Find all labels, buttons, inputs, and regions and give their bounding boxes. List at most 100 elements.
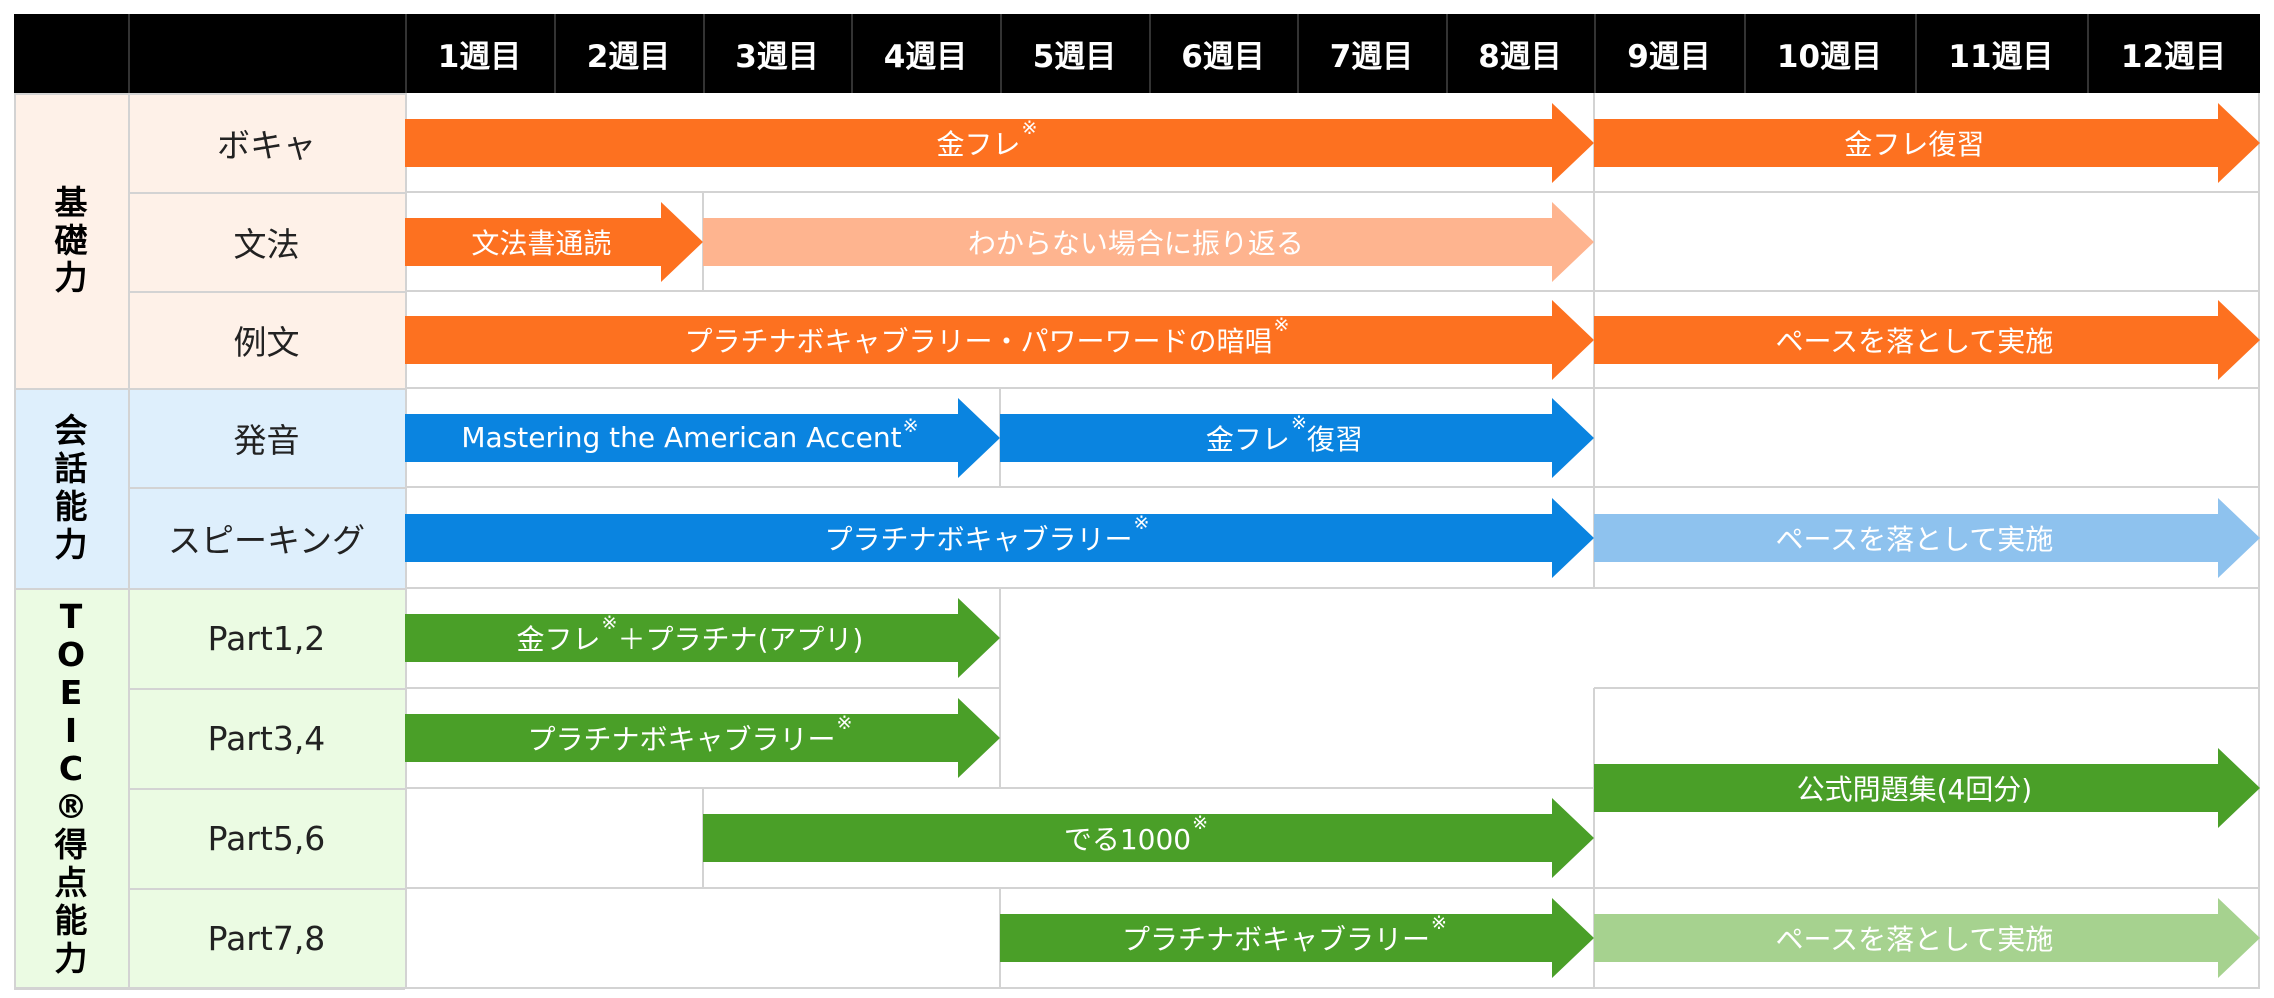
grid-line (1594, 887, 1744, 889)
grid-line (1744, 486, 1915, 488)
task-label: ペースを落として実施 (1776, 320, 2054, 360)
grid-line (2087, 191, 2260, 193)
grid-line (1000, 486, 1149, 488)
row-label-example: 例文 (233, 322, 300, 362)
task-text: プラチナボキャブラリー・パワーワードの暗唱 (684, 324, 1273, 358)
grid-line (703, 587, 851, 589)
grid-line (1446, 787, 1594, 789)
grid-line (14, 987, 405, 989)
grid-line (1594, 687, 1744, 689)
note-mark: ※ (836, 712, 853, 734)
grid-line (14, 93, 405, 95)
grid-line (851, 387, 1000, 389)
row-label-part78: Part7,8 (207, 918, 326, 958)
grid-line (1594, 387, 1744, 389)
grid-line (703, 191, 851, 193)
grid-line (554, 687, 703, 689)
week-header-5: 5週目 (1032, 39, 1117, 75)
task-arrow-grammar-lookback: わからない場合に振り返る (703, 201, 1594, 282)
grid-line (128, 888, 405, 890)
header-divider (2087, 14, 2089, 93)
grid-line (1297, 787, 1446, 789)
grid-line (405, 687, 554, 689)
task-label: 金フレ※復習 (1206, 412, 1363, 458)
category-char: ® (54, 787, 88, 826)
grid-line (703, 687, 851, 689)
row-label-bg-example (128, 291, 405, 388)
task-arrow-part78-pace: ペースを落として実施 (1594, 898, 2260, 978)
grid-line (554, 787, 703, 789)
grid-line (554, 887, 703, 889)
category-char: 力 (54, 938, 88, 978)
grid-line (1297, 387, 1446, 389)
note-mark: ※ (601, 612, 618, 634)
grid-line (405, 290, 554, 292)
grid-line (999, 688, 1001, 788)
header-divider (1915, 14, 1917, 93)
note-mark: ※ (1133, 511, 1150, 534)
grid-line (1446, 887, 1594, 889)
task-arrow-platinum-recite: プラチナボキャブラリー・パワーワードの暗唱※ (405, 299, 1594, 380)
category-char: E (59, 673, 83, 713)
grid-line (405, 387, 554, 389)
grid-line (14, 988, 405, 990)
task-arrow-kinfure-platinum-app: 金フレ※＋プラチナ(アプリ) (405, 598, 1000, 678)
task-label: ペースを落として実施 (1776, 518, 2054, 558)
category-char: C (58, 749, 84, 789)
grid-line (554, 486, 703, 488)
grid-line (1297, 587, 1446, 589)
grid-line (1000, 587, 1149, 589)
grid-line (1149, 290, 1297, 292)
task-text: わからない場合に振り返る (967, 226, 1304, 260)
task-text: プラチナボキャブラリー (527, 723, 836, 756)
task-arrow-kinfure: 金フレ※ (405, 102, 1594, 183)
week-header-9: 9週目 (1627, 39, 1711, 75)
category-char: 力 (54, 524, 88, 564)
grid-line (1915, 587, 2087, 589)
grid-line (1744, 687, 1915, 689)
task-label: 金フレ※＋プラチナ(アプリ) (517, 612, 864, 658)
header-divider (1594, 14, 1596, 93)
grid-line (1149, 587, 1297, 589)
grid-line (2258, 93, 2260, 988)
grid-line (405, 486, 554, 488)
grid-line (2087, 687, 2260, 689)
task-arrow-example-pace: ペースを落として実施 (1594, 299, 2260, 380)
task-arrow-grammar-book: 文法書通読 (405, 201, 703, 282)
grid-line (1915, 191, 2087, 193)
header-divider (1297, 14, 1299, 93)
arrow-shape (405, 102, 1594, 183)
grid-line (405, 787, 554, 789)
row-label-vocab: ボキャ (217, 125, 316, 165)
row-label-bg-part56 (128, 788, 405, 888)
grid-line (1000, 191, 1149, 193)
category-char: 礎 (54, 220, 88, 260)
category-label-kaiwa: 会話能力 (14, 388, 128, 588)
task-text: 公式問題集(4回分) (1796, 773, 2033, 806)
note-mark: ※ (1273, 313, 1290, 336)
grid-line (1297, 191, 1446, 193)
category-char: 力 (54, 258, 88, 298)
grid-line (554, 290, 703, 292)
grid-line (1915, 486, 2087, 488)
week-header-3: 3週目 (735, 39, 819, 75)
task-text: プラチナボキャブラリー (1121, 923, 1430, 956)
grid-line (1000, 787, 1149, 789)
week-header-4: 4週目 (883, 39, 968, 75)
task-text: ペースを落として実施 (1775, 923, 2054, 956)
grid-line (851, 290, 1000, 292)
header-divider (1744, 14, 1746, 93)
task-arrow-platinum-part34: プラチナボキャブラリー※ (405, 698, 1000, 778)
task-suffix: 復習 (1306, 422, 1363, 456)
grid-line (405, 887, 554, 889)
header-divider (554, 14, 556, 93)
grid-line (128, 788, 405, 790)
week-header-6: 6週目 (1181, 39, 1265, 75)
grid-line (1744, 587, 1915, 589)
task-text: 金フレ復習 (1844, 127, 1985, 161)
grid-line (851, 787, 1000, 789)
task-label: ペースを落として実施 (1776, 918, 2054, 958)
grid-line (405, 987, 2260, 989)
arrow-shape (405, 201, 703, 282)
grid-line (14, 588, 405, 590)
